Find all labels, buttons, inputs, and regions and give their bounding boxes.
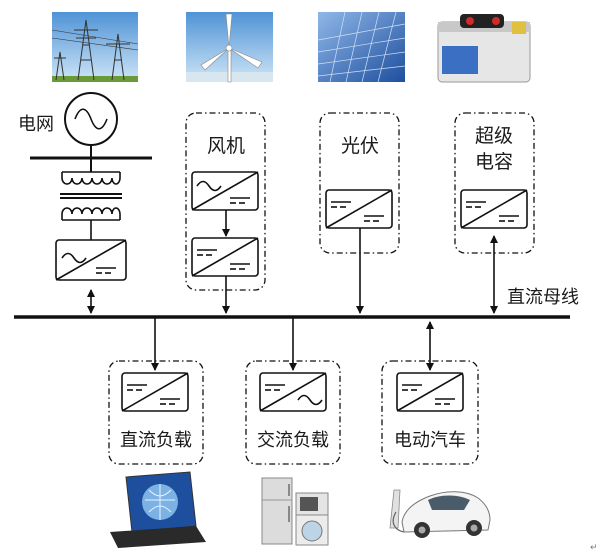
dc-load-converter	[121, 372, 189, 412]
transformer-symbol	[60, 171, 122, 221]
wind-converter-ac-dc	[191, 171, 259, 211]
electric-car-image	[389, 489, 491, 538]
wind-turbine-image	[186, 12, 273, 83]
dc-bus-label: 直流母线	[507, 287, 579, 308]
dc-load-label: 直流负载	[120, 430, 192, 451]
ac-load-label: 交流负载	[257, 430, 329, 451]
supercap-converter-dc-dc	[460, 189, 528, 229]
transmission-tower-image	[51, 12, 139, 82]
ev-label: 电动汽车	[394, 430, 466, 451]
ac-load-dashed-box	[245, 360, 341, 465]
corner-return-mark: ↵	[590, 543, 598, 553]
ac-load-converter	[259, 372, 327, 412]
grid-label: 电网	[18, 114, 54, 135]
dc-load-dashed-box	[108, 360, 204, 465]
supercap-label-line1: 超级	[475, 125, 513, 147]
laptop-image	[110, 471, 206, 548]
pv-label: 光伏	[341, 135, 379, 157]
supercapacitor-image	[437, 14, 531, 83]
wind-dashed-box	[185, 112, 266, 291]
ev-converter	[396, 372, 464, 412]
wind-converter-dc-dc	[191, 237, 259, 277]
ac-source-symbol	[64, 92, 118, 146]
wind-label: 风机	[207, 135, 245, 157]
grid-converter	[55, 239, 127, 281]
appliances-image	[261, 477, 329, 546]
supercap-label-line2: 电容	[475, 151, 513, 173]
solar-panel-image	[317, 11, 406, 83]
pv-converter-dc-dc	[325, 189, 393, 229]
